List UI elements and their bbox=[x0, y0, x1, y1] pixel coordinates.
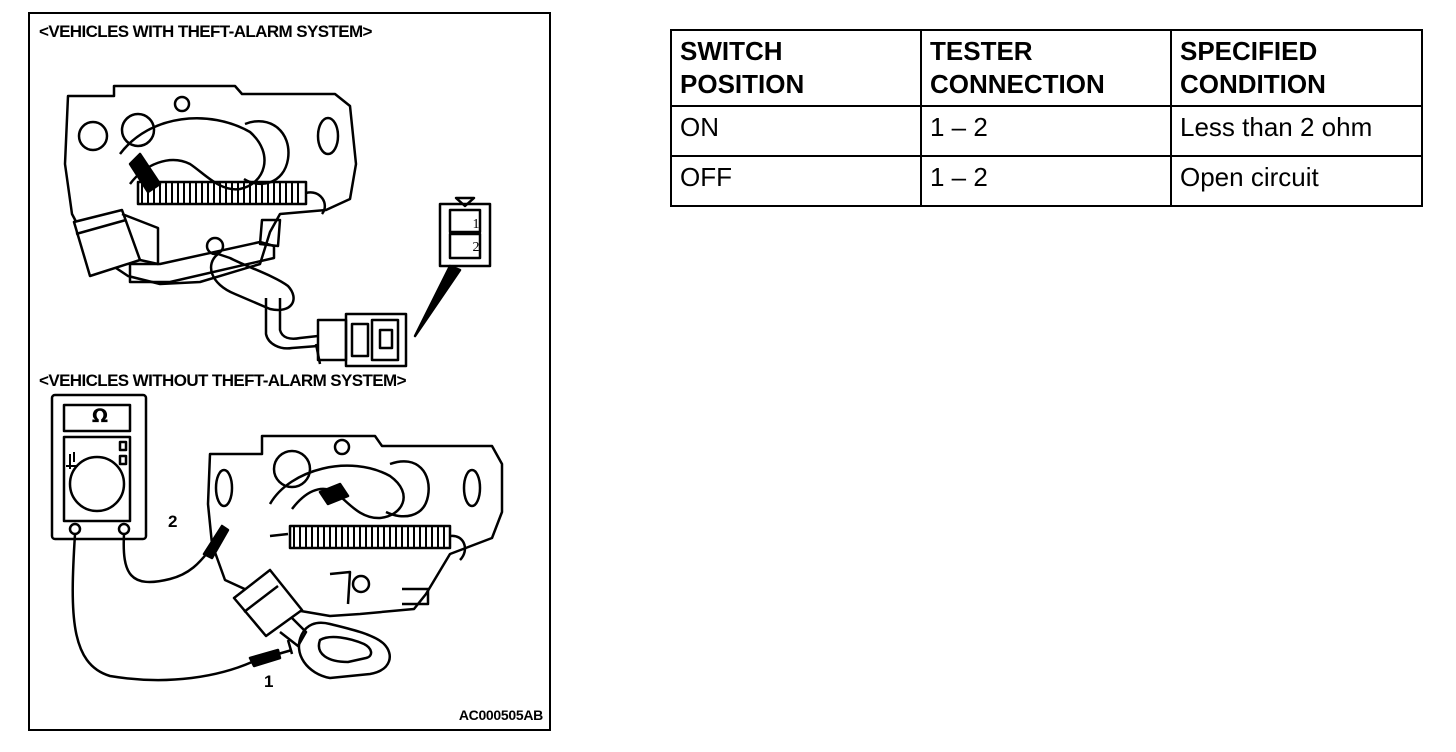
header-line: CONDITION bbox=[1180, 69, 1326, 99]
alarm-switch-top bbox=[72, 208, 276, 284]
diagram-panel: <VEHICLES WITH THEFT-ALARM SYSTEM> <VEHI… bbox=[28, 12, 551, 731]
probe-label-2: 2 bbox=[168, 512, 178, 531]
cell-switch-position: ON bbox=[670, 105, 922, 157]
header-line: SPECIFIED bbox=[1180, 36, 1318, 66]
table-row: ON 1 – 2 Less than 2 ohm bbox=[670, 105, 1423, 157]
harness-top bbox=[264, 298, 408, 368]
cell-tester-connection: 1 – 2 bbox=[920, 105, 1172, 157]
cell-switch-position: OFF bbox=[670, 155, 922, 207]
latch-loop-bottom bbox=[297, 621, 392, 680]
header-line: CONNECTION bbox=[930, 69, 1105, 99]
header-line: SWITCH bbox=[680, 36, 783, 66]
header-line: POSITION bbox=[680, 69, 805, 99]
cell-specified-condition: Open circuit bbox=[1170, 155, 1423, 207]
connector-pin-1-label: 1 bbox=[472, 217, 480, 232]
caption-with-theft-alarm: <VEHICLES WITH THEFT-ALARM SYSTEM> bbox=[39, 22, 372, 41]
connector-callout bbox=[413, 196, 492, 338]
cell-tester-connection: 1 – 2 bbox=[920, 155, 1172, 207]
ohm-symbol: Ω bbox=[91, 405, 109, 427]
connector-pin-2-label: 2 bbox=[472, 240, 480, 255]
latch-body-bottom bbox=[206, 434, 504, 618]
switch-bottom bbox=[232, 568, 308, 655]
header-line: TESTER bbox=[930, 36, 1033, 66]
spring-top bbox=[136, 180, 327, 215]
latch-body-top bbox=[63, 84, 358, 312]
multimeter bbox=[50, 393, 148, 541]
cell-specified-condition: Less than 2 ohm bbox=[1170, 105, 1423, 157]
test-leads bbox=[71, 524, 293, 682]
hood-latch-illustration bbox=[50, 84, 504, 682]
caption-without-theft-alarm: <VEHICLES WITHOUT THEFT-ALARM SYSTEM> bbox=[39, 371, 407, 390]
probe-label-1: 1 bbox=[264, 672, 274, 691]
table-row: OFF 1 – 2 Open circuit bbox=[670, 155, 1423, 207]
figure-code: AC000505AB bbox=[458, 707, 543, 723]
spring-bottom bbox=[269, 524, 467, 561]
